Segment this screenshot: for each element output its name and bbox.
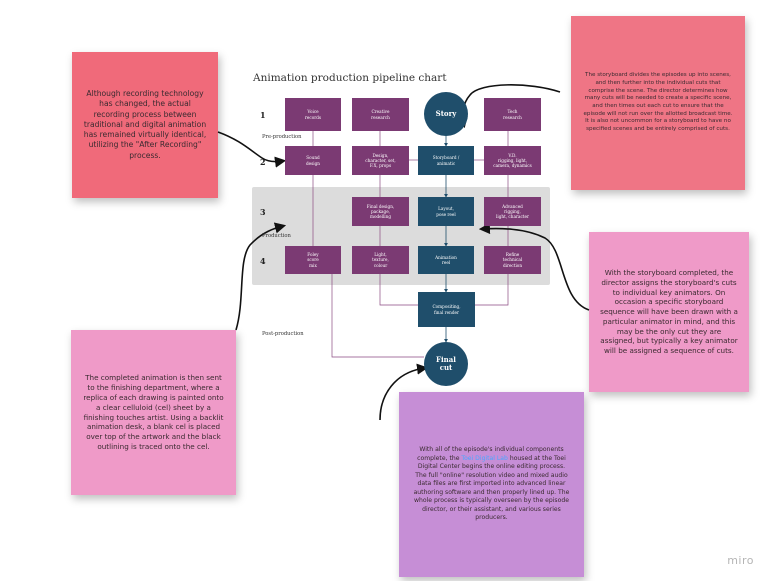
node-final-cut[interactable]: Final cut — [424, 342, 468, 386]
node-creative-research[interactable]: Creative research — [352, 98, 409, 131]
sticky-note-recording[interactable]: Although recording technology has change… — [72, 52, 218, 198]
node-foley-score-mix[interactable]: Foley score mix — [285, 246, 341, 274]
sticky-note-storyboard[interactable]: The storyboard divides the episodes up i… — [571, 16, 745, 190]
node-tech-research[interactable]: Tech research — [484, 98, 541, 131]
node-sound-design[interactable]: Sound design — [285, 146, 341, 175]
arrow-key-animators-to-layout — [478, 222, 590, 311]
editing-text-before: With all of the episode's individual com… — [417, 446, 564, 462]
node-refine-technical-direction[interactable]: Refine technical direction — [484, 246, 541, 274]
connector-refine-compositing — [475, 274, 509, 306]
node-vd-rigging[interactable]: V.D. rigging, light, camera, dynamics — [484, 146, 541, 175]
sticky-note-key-animators[interactable]: With the storyboard completed, the direc… — [589, 232, 749, 392]
editing-text-after: housed at the Toei Digital Center begins… — [413, 454, 570, 522]
sticky-note-editing[interactable]: With all of the episode's individual com… — [399, 392, 584, 577]
row-number-2: 2 — [260, 157, 266, 167]
section-pre-production: Pre-production — [262, 134, 302, 140]
arrow-editing-to-final-cut — [379, 363, 429, 421]
section-production: Production — [262, 233, 291, 239]
node-design-character-set[interactable]: Design, character, set, F.X, props — [352, 146, 409, 175]
sticky-note-finishing-text: The completed animation is then sent to … — [83, 372, 224, 452]
node-storyboard-animatic[interactable]: Storyboard / animatic — [418, 146, 474, 175]
row-number-4: 4 — [260, 256, 266, 266]
sticky-note-editing-text: With all of the episode's individual com… — [413, 446, 570, 523]
toei-digital-lab-link[interactable]: Toei Digital Lab — [461, 454, 508, 462]
row-number-1: 1 — [260, 110, 266, 120]
node-voice-records[interactable]: Voice records — [285, 98, 341, 131]
arrow-recording-to-sound — [217, 131, 287, 168]
sticky-note-finishing[interactable]: The completed animation is then sent to … — [71, 330, 236, 495]
node-story[interactable]: Story — [424, 92, 468, 136]
node-final-design[interactable]: Final design, package, modelling — [352, 197, 409, 226]
sticky-note-key-animators-text: With the storyboard completed, the direc… — [600, 268, 738, 356]
node-advanced-rigging[interactable]: Advanced rigging, light, character — [484, 197, 541, 226]
sticky-note-storyboard-text: The storyboard divides the episodes up i… — [583, 72, 733, 133]
connector-light-compositing — [379, 274, 418, 306]
connector-foley-final — [331, 274, 424, 358]
diagram-title: Animation production pipeline chart — [253, 72, 447, 84]
section-post-production: Post-production — [262, 331, 304, 337]
miro-watermark: miro — [727, 554, 754, 567]
sticky-note-recording-text: Although recording technology has change… — [83, 89, 207, 160]
node-light-texture-colour[interactable]: Light, texture, colour — [352, 246, 409, 274]
row-number-3: 3 — [260, 207, 266, 217]
arrow-finishing-to-final-design — [235, 222, 287, 331]
node-animation-reel[interactable]: Animation reel — [418, 246, 474, 274]
node-compositing-final-render[interactable]: Compositing, final render — [418, 292, 475, 327]
node-layout-pose-reel[interactable]: Layout, pose reel — [418, 197, 474, 226]
